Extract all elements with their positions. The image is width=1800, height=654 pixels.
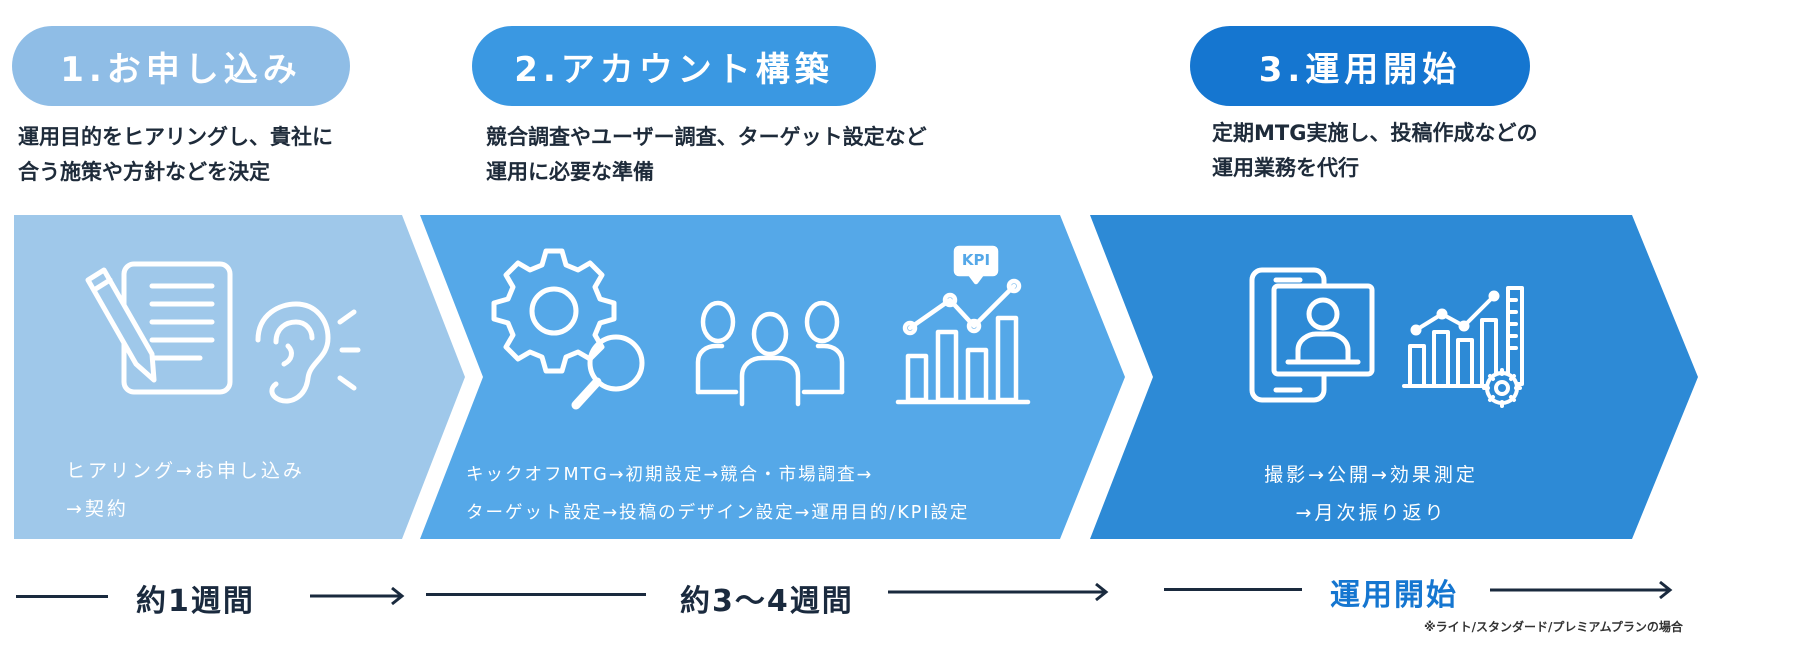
step3-title: 3.運用開始 <box>1190 26 1530 106</box>
team-icon <box>695 300 845 407</box>
plan-note: ※ライト/スタンダード/プレミアムプランの場合 <box>1424 620 1683 634</box>
step1-flow: ヒアリング→お申し込み →契約 <box>66 460 305 520</box>
growth-chart-gear-icon <box>1402 286 1524 408</box>
timeline-line-3a <box>1164 588 1302 591</box>
timeline-arrow-3 <box>1490 580 1673 600</box>
timeline-arrow-2 <box>888 582 1109 602</box>
step3-band <box>1090 215 1698 539</box>
timeline-line-1a <box>16 595 108 598</box>
duration-step1: 約1週間 <box>136 584 255 619</box>
duration-step3: 運用開始 <box>1330 578 1458 613</box>
timeline-arrow-1 <box>310 586 405 606</box>
step3-description: 定期MTG実施し、投稿作成などの 運用業務を代行 <box>1212 121 1538 180</box>
step2-description: 競合調査やユーザー調査、ターゲット設定など 運用に必要な準備 <box>486 125 927 184</box>
step2-title: 2.アカウント構築 <box>472 26 876 106</box>
step2-flow: キックオフMTG→初期設定→競合・市場調査→ ターゲット設定→投稿のデザイン設定… <box>466 465 970 523</box>
ear-icon <box>255 301 361 404</box>
step1-description: 運用目的をヒアリングし、貴社に 合う施策や方針などを決定 <box>18 125 333 184</box>
kpi-chart-icon <box>895 245 1031 405</box>
step3-flow: 撮影→公開→効果測定 →月次振り返り <box>1264 464 1478 524</box>
gear-search-icon <box>491 248 645 410</box>
step1-band <box>14 215 465 539</box>
kpi-label: KPI <box>961 251 991 269</box>
step1-title: 1.お申し込み <box>12 26 350 106</box>
duration-step2: 約3～4週間 <box>680 584 854 619</box>
timeline-line-2a <box>426 593 646 596</box>
smartphone-profile-icon <box>1249 267 1375 403</box>
document-pencil-icon <box>85 261 233 395</box>
